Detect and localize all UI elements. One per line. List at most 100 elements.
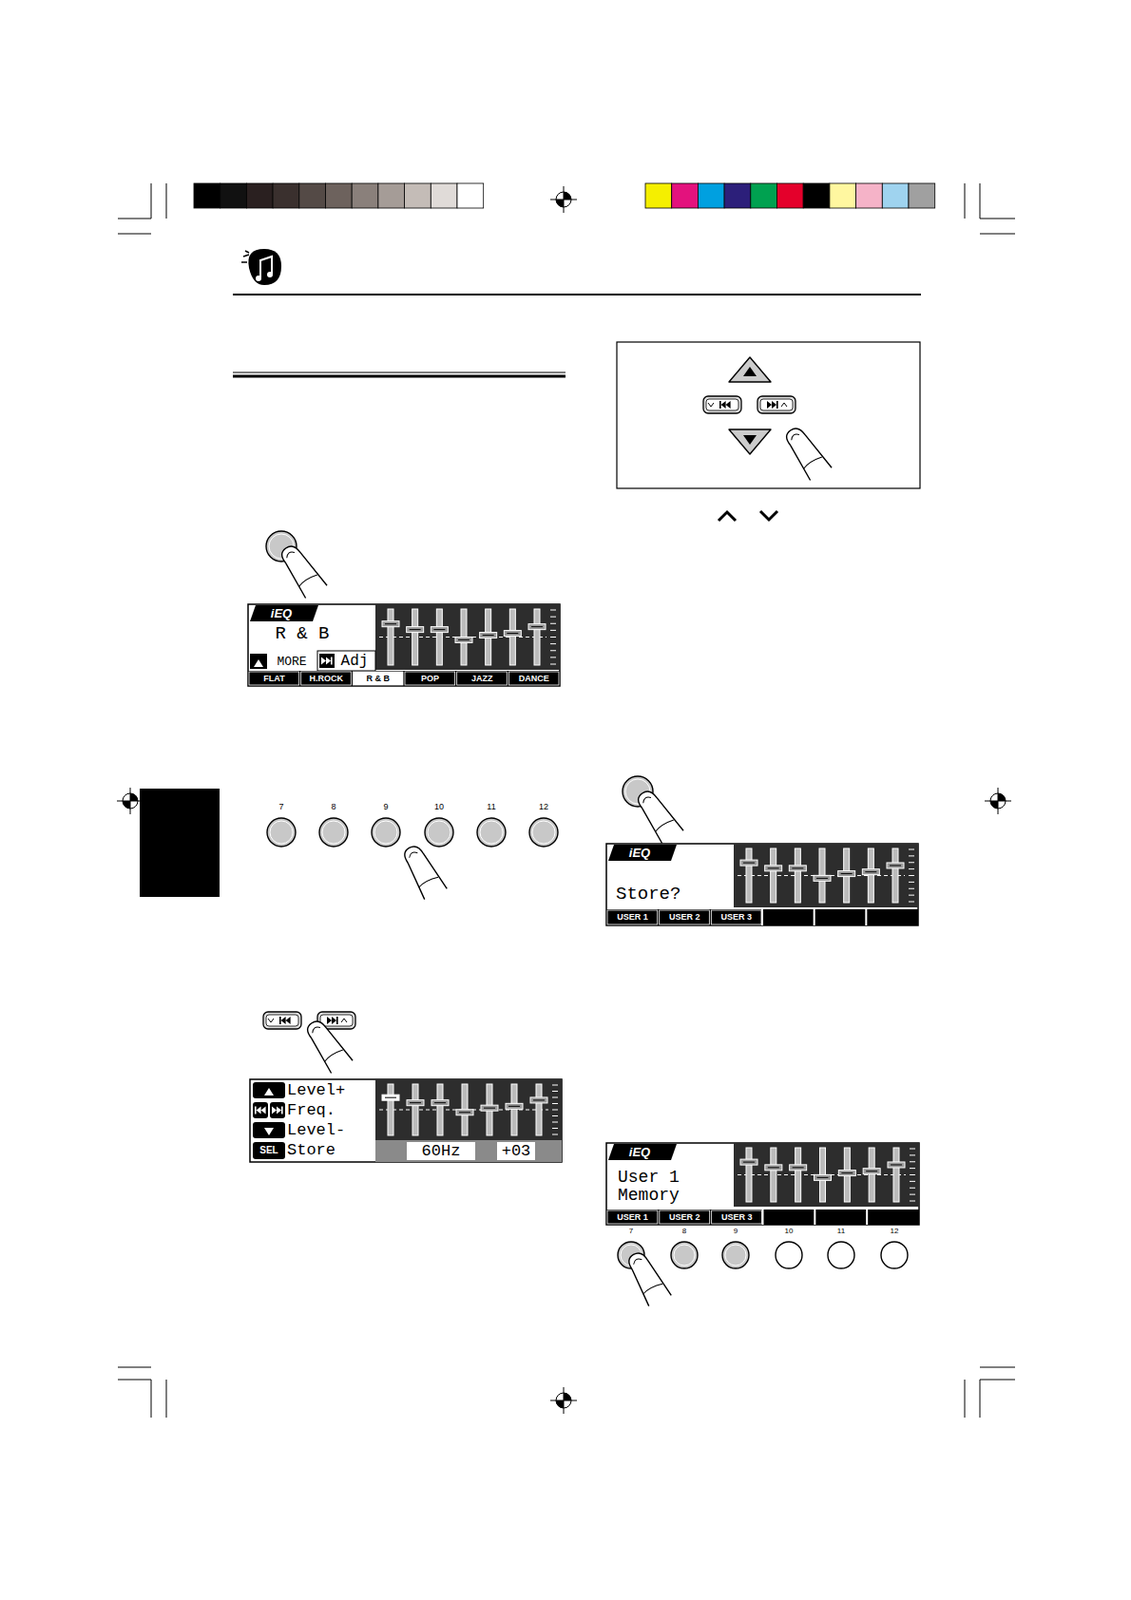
knob-mark bbox=[817, 1177, 829, 1179]
scale-tick bbox=[909, 1161, 916, 1163]
slider-knob bbox=[382, 1094, 400, 1101]
slider-knob bbox=[382, 621, 400, 628]
lcd-bar bbox=[248, 670, 560, 687]
button-number: 10 bbox=[774, 1226, 804, 1238]
skip-icon bbox=[326, 1016, 339, 1025]
key-legend: USER 3 bbox=[712, 1210, 762, 1225]
round-button bbox=[529, 818, 558, 847]
color-swatch bbox=[645, 183, 672, 209]
finger-nail bbox=[632, 1257, 642, 1266]
button-number: 7 bbox=[616, 1226, 646, 1238]
knob-mark bbox=[767, 1167, 780, 1169]
crop-mark bbox=[979, 233, 1016, 235]
slider-track bbox=[867, 848, 874, 903]
button-number: 9 bbox=[721, 1226, 750, 1238]
slider-knob bbox=[886, 862, 904, 869]
slider-knob bbox=[765, 1165, 783, 1171]
skip-key-face bbox=[266, 1015, 299, 1027]
round-button bbox=[319, 818, 348, 847]
slider-track bbox=[770, 848, 777, 903]
cell-divider bbox=[865, 1209, 868, 1226]
slider-knob bbox=[765, 865, 783, 872]
key-legend: DANCE bbox=[509, 671, 558, 686]
key-tag bbox=[252, 1102, 269, 1119]
color-swatch bbox=[671, 183, 699, 209]
icon-blob bbox=[248, 249, 282, 286]
scale-tick bbox=[550, 650, 556, 652]
button-rim bbox=[725, 1245, 747, 1266]
chevron-mark bbox=[341, 1018, 347, 1023]
slider-track bbox=[794, 848, 801, 903]
key-legend: USER 1 bbox=[608, 910, 657, 925]
slider-track bbox=[770, 1148, 777, 1203]
music-icon bbox=[241, 249, 282, 286]
icon-sparks bbox=[241, 250, 250, 263]
crop-mark bbox=[979, 1380, 981, 1419]
knob-mark bbox=[508, 1106, 520, 1108]
scale-tick bbox=[908, 855, 915, 857]
round-button bbox=[722, 1242, 749, 1269]
button-body bbox=[775, 1242, 803, 1269]
cross-ring bbox=[555, 1393, 572, 1409]
knob-mark bbox=[533, 1099, 545, 1101]
key-arrow bbox=[743, 366, 757, 377]
scale-tick bbox=[909, 1149, 916, 1151]
scale-tick bbox=[550, 643, 556, 645]
skip-icon bbox=[279, 1016, 291, 1025]
lcd-frame bbox=[249, 1079, 562, 1163]
pointing-finger bbox=[301, 1016, 353, 1076]
lcd-frame bbox=[248, 604, 560, 687]
registration-cross bbox=[116, 787, 144, 815]
scale-tick bbox=[552, 1103, 558, 1105]
knob-mark bbox=[864, 871, 877, 873]
cell-divider bbox=[864, 909, 867, 926]
value-strip bbox=[375, 1140, 562, 1163]
slider-track bbox=[412, 1084, 419, 1136]
button-rim bbox=[427, 821, 451, 844]
crop-mark bbox=[166, 183, 168, 219]
scale-tick bbox=[908, 862, 915, 863]
down-key bbox=[728, 429, 771, 455]
control-box bbox=[616, 342, 921, 489]
finger-crease bbox=[324, 1048, 344, 1063]
slider-knob bbox=[838, 871, 856, 878]
color-swatch bbox=[697, 183, 725, 209]
key-tag bbox=[269, 1102, 286, 1119]
registration-cross bbox=[984, 787, 1012, 815]
scale-tick bbox=[909, 1194, 916, 1196]
button-rim bbox=[778, 1245, 800, 1266]
slider-knob bbox=[814, 1174, 832, 1181]
button-rim bbox=[322, 821, 346, 844]
cross-fill bbox=[563, 1393, 572, 1401]
crop-mark bbox=[117, 218, 152, 220]
slider-track bbox=[746, 1148, 752, 1203]
cross-ring bbox=[990, 793, 1006, 809]
crop-mark bbox=[151, 1380, 153, 1419]
knob-mark bbox=[841, 873, 853, 875]
slider-knob bbox=[406, 627, 424, 633]
finger-nail bbox=[407, 850, 418, 859]
key-legend: USER 3 bbox=[711, 910, 761, 925]
button-body bbox=[477, 818, 506, 847]
scale-tick bbox=[552, 1097, 558, 1099]
finger-outline bbox=[780, 423, 832, 483]
cross-ring bbox=[122, 793, 138, 809]
finger-crease bbox=[298, 573, 318, 588]
key-legend: USER 1 bbox=[608, 1210, 657, 1225]
down-chevron bbox=[760, 511, 778, 520]
round-button bbox=[371, 818, 401, 847]
skip-key bbox=[757, 396, 796, 414]
button-number: 11 bbox=[826, 1226, 856, 1238]
slider-knob bbox=[456, 1110, 474, 1116]
knob-mark bbox=[531, 626, 543, 628]
knob-mark bbox=[841, 1172, 853, 1174]
finger-nail bbox=[285, 550, 295, 558]
knob-mark bbox=[816, 878, 828, 880]
pointing-finger bbox=[780, 423, 832, 483]
slider-knob bbox=[479, 632, 498, 639]
slider-panel bbox=[733, 843, 919, 908]
color-swatch bbox=[803, 183, 830, 209]
slider-knob bbox=[862, 1169, 881, 1175]
